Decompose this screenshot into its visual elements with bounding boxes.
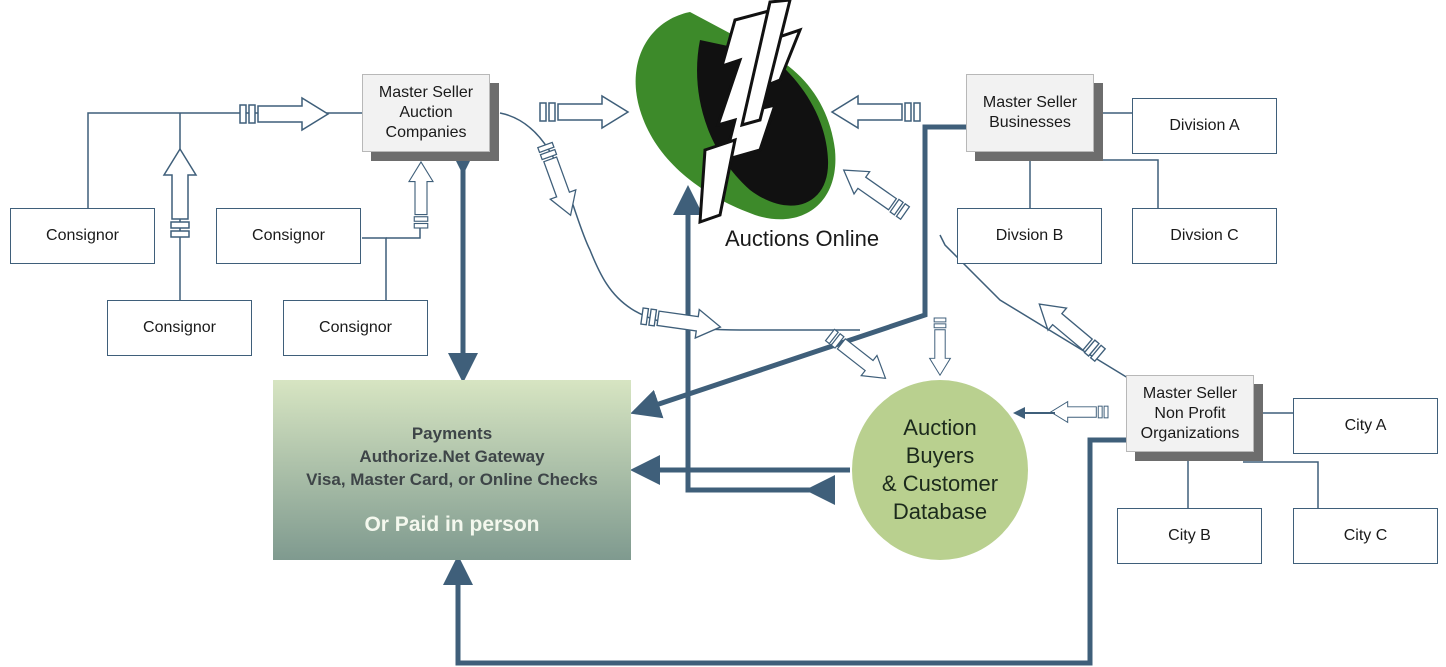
hollow-arrow-up-to-logo [835, 158, 914, 225]
master-seller-non-profit[interactable]: Master Seller Non Profit Organizations [1126, 375, 1254, 452]
hollow-arrow-down-to-database [929, 317, 951, 376]
payments-in-person: Or Paid in person [364, 512, 540, 536]
hollow-arrow-from-consignor-2-up [408, 161, 434, 229]
consignor-box[interactable]: Consignor [216, 208, 361, 264]
consignor-box[interactable]: Consignor [283, 300, 428, 356]
payments-methods: Visa, Master Card, or Online Checks [306, 469, 598, 489]
arrow-business-to-db [630, 112, 993, 419]
division-box[interactable]: Division A [1132, 98, 1277, 154]
auctions-online-logo [635, 0, 836, 225]
city-box[interactable]: City C [1293, 508, 1438, 564]
hollow-arrow-down-to-curve [531, 139, 585, 221]
logo-letter-mark [698, 0, 803, 225]
master-seller-businesses[interactable]: Master Seller Businesses [966, 74, 1094, 152]
hollow-arrow-to-auction [239, 97, 329, 131]
hollow-arrow-to-database [821, 324, 894, 390]
hollow-arrow-from-consignor-up [163, 148, 197, 238]
payments-title: Payments [411, 423, 493, 443]
division-box[interactable]: Divsion B [957, 208, 1102, 264]
hollow-arrow-nonprofit-up [1029, 292, 1110, 367]
hollow-arrow-curve-right [639, 301, 724, 342]
city-box[interactable]: City A [1293, 398, 1438, 454]
payments-panel[interactable]: Payments Authorize.Net Gateway Visa, Mas… [273, 380, 631, 560]
thick-connectors [443, 112, 1153, 666]
customer-database[interactable]: Auction Buyers & Customer Database [852, 380, 1028, 560]
hollow-arrow-auction-to-logo [539, 95, 629, 129]
hollow-arrow-business-to-logo [831, 95, 921, 129]
city-box[interactable]: City B [1117, 508, 1262, 564]
logo-caption: Auctions Online [725, 226, 880, 251]
master-seller-auction-companies[interactable]: Master Seller Auction Companies [362, 74, 490, 152]
consignor-box[interactable]: Consignor [10, 208, 155, 264]
payments-gateway: Authorize.Net Gateway [359, 446, 545, 466]
division-box[interactable]: Divsion C [1132, 208, 1277, 264]
consignor-box[interactable]: Consignor [107, 300, 252, 356]
hollow-arrow-nonprofit-to-db [1050, 401, 1109, 423]
arrow-nonprofit-to-payments [443, 425, 1153, 666]
